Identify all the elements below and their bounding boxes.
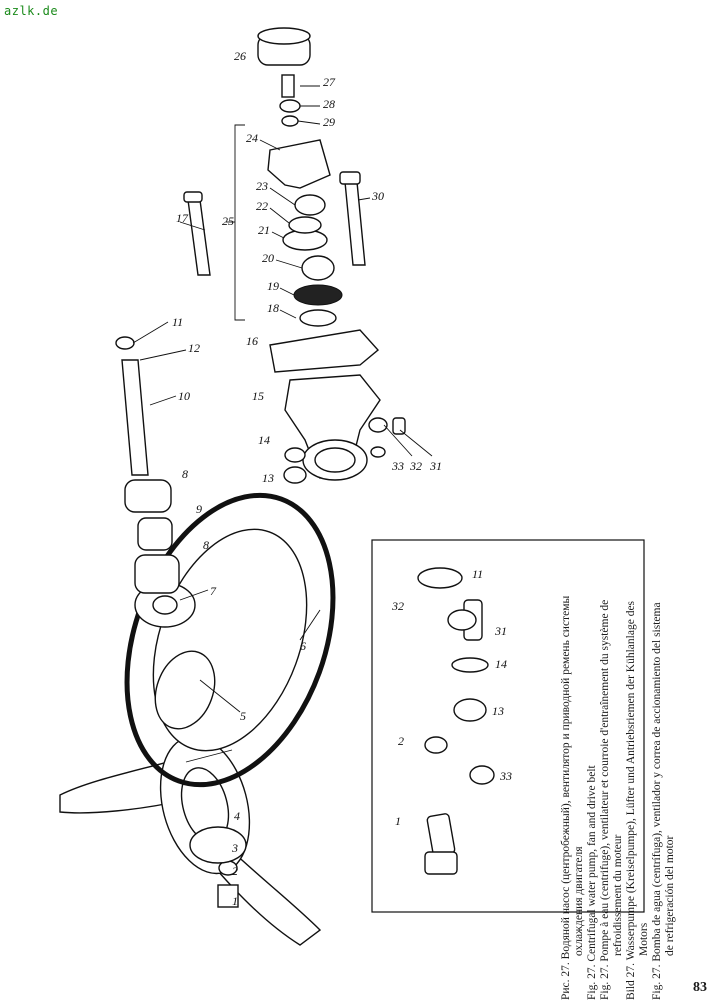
inset-bolt-1: [426, 813, 456, 857]
callout-18: 18: [267, 301, 279, 315]
flange-3: [189, 826, 247, 864]
caption-de-1: Bild 27. Wasserpumpe (Kreiselpumpe), Lüf…: [625, 600, 637, 1000]
inset-nut-13: [453, 698, 487, 722]
callout-24: 24: [246, 131, 258, 145]
callout-31: 31: [429, 459, 442, 473]
bearing-8a: [134, 554, 180, 594]
caption-de-2: Motors: [638, 922, 650, 956]
gasket-16: [269, 329, 380, 373]
callout-20: 20: [262, 251, 274, 265]
callouts: 1 2 3 4 5 6 7 8 9 8 10 11 12 13 14 15 16…: [172, 49, 442, 908]
inset-callout-1: 1: [395, 814, 401, 828]
caption-ru-2: охлаждения двигателя: [573, 846, 585, 956]
callout-27: 27: [323, 75, 336, 89]
callout-3: 3: [231, 841, 238, 855]
caption-ru-1: Рис. 27. Водяной насос (центробежный), в…: [560, 595, 572, 1000]
inset-washer-33: [469, 765, 495, 785]
nut-32: [368, 417, 388, 433]
washer-33: [370, 446, 386, 458]
caption-fr-2: refroidissement du moteur: [612, 834, 624, 956]
bracket-25: [234, 124, 245, 321]
callout-26: 26: [234, 49, 246, 63]
callout-29: 29: [323, 115, 335, 129]
callout-16: 16: [246, 334, 258, 348]
callout-15: 15: [252, 389, 264, 403]
callout-32: 32: [409, 459, 422, 473]
inset-callout-33: 33: [499, 769, 512, 783]
callout-19: 19: [267, 279, 279, 293]
callout-10: 10: [178, 389, 190, 403]
callout-21: 21: [258, 223, 270, 237]
callout-2: 2: [232, 864, 238, 878]
inset-callout-31: 31: [494, 624, 507, 638]
inset-callout-13: 13: [492, 704, 504, 718]
washer-29: [281, 115, 299, 127]
ring-18: [299, 309, 337, 327]
inset-bolt-head-1: [424, 851, 458, 875]
inset-callout-14: 14: [495, 657, 507, 671]
caption-es-1: Fig. 27. Bomba de agua (centrífuga), ven…: [651, 602, 663, 1000]
inset-callout-2: 2: [398, 734, 404, 748]
callout-7: 7: [210, 584, 217, 598]
bolt-27: [281, 74, 295, 98]
callout-13: 13: [262, 471, 274, 485]
figure-caption: Рис. 27. Водяной насос (центробежный), в…: [560, 280, 677, 1000]
bearing-8b: [124, 479, 172, 513]
seal-19: [293, 284, 343, 306]
callout-1: 1: [232, 894, 238, 908]
spacer-9: [137, 517, 173, 551]
cap-26: [257, 27, 311, 66]
inset-ring-11: [417, 567, 463, 589]
callout-17: 17: [176, 211, 189, 225]
washer-28: [279, 99, 301, 113]
inset-washer-2: [424, 736, 448, 754]
leader-lines: [132, 85, 433, 763]
bolt-17: [187, 199, 211, 276]
page-number: 83: [693, 980, 707, 995]
inset-frame: [371, 539, 645, 913]
callout-22: 22: [256, 199, 268, 213]
nut-13: [283, 466, 307, 484]
inset-callout-32: 32: [391, 599, 404, 613]
caption-en-1: Fig. 27. Centrifugal water pump, fan and…: [586, 765, 598, 1000]
callout-6: 6: [300, 639, 306, 653]
callout-12: 12: [188, 341, 200, 355]
inset-callout-11: 11: [472, 567, 483, 581]
callout-30: 30: [371, 189, 384, 203]
callout-8a: 8: [203, 538, 209, 552]
callout-28: 28: [323, 97, 335, 111]
callout-33: 33: [391, 459, 404, 473]
callout-11: 11: [172, 315, 183, 329]
inset-callouts: 1 2 33 13 14 31 32 11: [391, 567, 512, 828]
callout-8b: 8: [182, 467, 188, 481]
bolt-1: [217, 884, 239, 908]
caption-fr-1: Fig. 27. Pompe à eau (centrifuge), venti…: [599, 599, 611, 1000]
bushing-20: [301, 255, 335, 281]
callout-5: 5: [240, 709, 246, 723]
callout-14: 14: [258, 433, 270, 447]
callout-9: 9: [196, 502, 202, 516]
callout-23: 23: [256, 179, 268, 193]
watermark: azlk.de: [4, 4, 59, 18]
shaft-10: [121, 359, 149, 476]
callout-4: 4: [234, 809, 240, 823]
impeller-24: [267, 139, 331, 189]
washer-14: [284, 447, 306, 463]
callout-25: 25: [222, 214, 234, 228]
caption-es-2: de refrigeración del motor: [664, 835, 676, 956]
stud-31: [392, 417, 406, 435]
ring-11: [115, 336, 135, 350]
bolt-30: [344, 181, 366, 266]
inset-nut-32: [447, 609, 477, 631]
inset-washer-14: [451, 657, 489, 673]
spring-23: [294, 194, 326, 216]
pump-body-15: [284, 374, 381, 481]
clip-22: [288, 216, 322, 234]
